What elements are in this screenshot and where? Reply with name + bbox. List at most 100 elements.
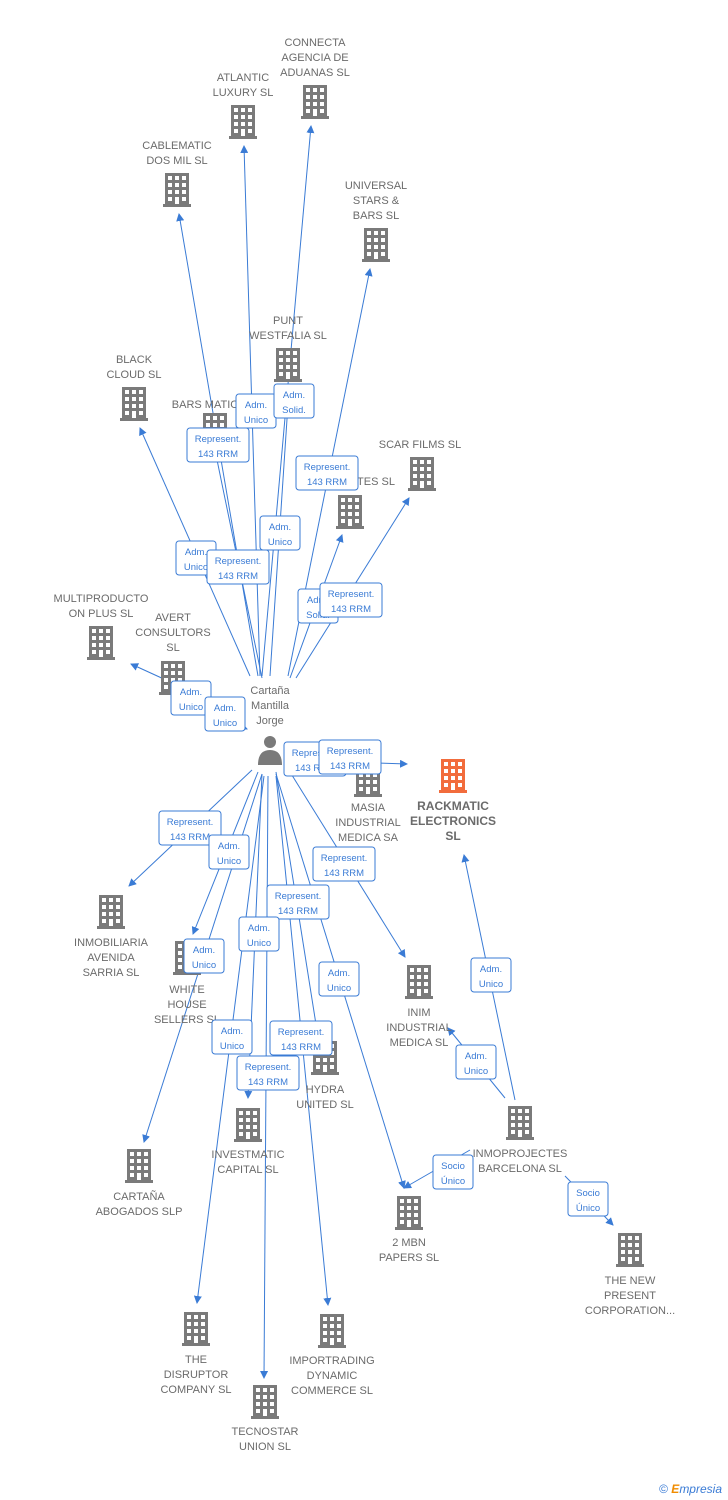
edge-label-l_rep_10[interactable]: Represent.143 RRM (269, 1020, 333, 1056)
edge-label-l_adm_unico_3[interactable]: Adm.Unico (259, 515, 301, 551)
building-icon (87, 626, 115, 660)
edge-label-text: Adm.Unico (464, 1051, 488, 1077)
edge-label-l_rep_8[interactable]: Represent.143 RRM (312, 846, 376, 882)
company-label: BARS MATIC (172, 399, 238, 411)
edge-label-l_rep_4[interactable]: Represent.143 RRM (319, 582, 383, 618)
edge-label-text: Represent.143 RRM (275, 891, 321, 917)
edge-label-l_adm_unico_9[interactable]: Adm.Unico (318, 961, 360, 997)
edge-label-text: Adm.Unico (479, 964, 503, 990)
edge-label-text: Represent.143 RRM (215, 556, 261, 582)
building-icon (395, 1196, 423, 1230)
edge-label-l_rep_11[interactable]: Represent.143 RRM (236, 1055, 300, 1091)
empresia-logo[interactable]: © Empresia (659, 1482, 722, 1496)
edge-9 (130, 663, 167, 681)
edge-label-l_rep_9[interactable]: Represent.143 RRM (266, 884, 330, 920)
edge-label-text: Represent.143 RRM (278, 1027, 324, 1053)
edge-label-l_adm_unico_10[interactable]: Adm.Unico (211, 1019, 253, 1055)
edge-label-l_adm_unico_7[interactable]: Adm.Unico (238, 916, 280, 952)
building-icon (163, 173, 191, 207)
edge-label-l_adm_unico_1[interactable]: Adm.Unico (235, 393, 277, 429)
edge-label-text: Represent.143 RRM (245, 1062, 291, 1088)
edge-label-l_adm_unico_12[interactable]: Adm.Unico (470, 957, 512, 993)
building-icon (616, 1233, 644, 1267)
edge-label-text: Adm.Unico (213, 703, 237, 729)
edge-label-text: Adm.Solid. (306, 595, 330, 621)
edge-label-text: Represent.143 RRM (195, 434, 241, 460)
edge-label-text: Adm.Solid. (282, 390, 306, 416)
edge-label-l_rep_6[interactable]: Represent.143 RRM (318, 739, 382, 775)
edge-label-l_adm_unico_4[interactable]: Adm.Unico (170, 680, 212, 716)
edge-label-l_adm_unico_5[interactable]: Adm.Unico (204, 696, 246, 732)
building-icon (251, 1385, 279, 1419)
edge-label-l_rep_7[interactable]: Represent.143 RRM (158, 810, 222, 846)
building-icon (405, 965, 433, 999)
edge-label-text: Represent.143 RRM (167, 817, 213, 843)
brand-initial: E (671, 1482, 680, 1496)
edge-label-l_rep_2[interactable]: Represent.143 RRM (295, 455, 359, 491)
company-node-tes[interactable]: TES SL (336, 476, 395, 529)
edge-label-text: Adm.Unico (179, 687, 203, 713)
edge-label-text: Represent.143 RRM (328, 589, 374, 615)
building-icon (362, 228, 390, 262)
edge-label-text: Adm.Unico (220, 1026, 244, 1052)
building-icon (301, 85, 329, 119)
edge-label-text: Adm.Unico (268, 522, 292, 548)
edge-label-l_adm_unico_11[interactable]: Adm.Unico (455, 1044, 497, 1080)
company-node-barsmatic[interactable]: BARS MATIC (172, 399, 238, 447)
building-icon (234, 1108, 262, 1142)
edge-label-l_adm_unico_8[interactable]: Adm.Unico (183, 938, 225, 974)
edge-label-l_rep_1[interactable]: Represent.143 RRM (186, 427, 250, 463)
main-company-building-icon (439, 759, 467, 793)
edge-label-text: Adm.Unico (184, 547, 208, 573)
building-icon (125, 1149, 153, 1183)
edge-label-text: Adm.Unico (247, 923, 271, 949)
edge-label-l_adm_unico_6[interactable]: Adm.Unico (208, 834, 250, 870)
edge-label-l_rep_3[interactable]: Represent.143 RRM (206, 549, 270, 585)
company-node-scar[interactable]: SCAR FILMS SL (379, 439, 462, 491)
building-icon (506, 1106, 534, 1140)
edge-label-l_adm_solid_1[interactable]: Adm.Solid. (273, 383, 315, 419)
